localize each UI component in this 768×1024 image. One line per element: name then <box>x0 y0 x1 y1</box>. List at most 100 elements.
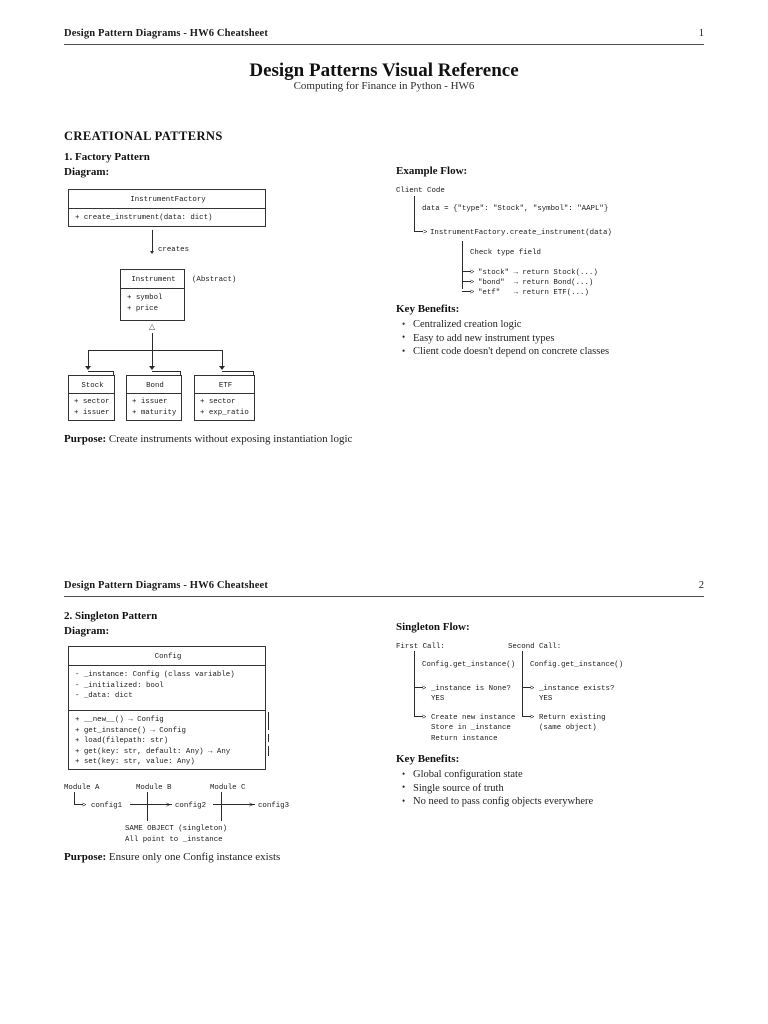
inheritance-triangle-icon: △ <box>149 322 156 331</box>
uml-attribute: - _initialized: bool <box>75 681 164 690</box>
first-result-line-2: Store in _instance <box>431 724 511 732</box>
first-call-elbow-1 <box>414 687 423 688</box>
module-note-1: SAME OBJECT (singleton) <box>125 825 228 833</box>
uml-divider <box>195 393 254 394</box>
section-heading-creational: CREATIONAL PATTERNS <box>64 129 223 143</box>
inheritance-trunk-line <box>152 333 153 351</box>
module-c-drop <box>221 792 222 821</box>
key-benefit-item: Centralized creation logic <box>400 318 609 332</box>
diagram-label: Diagram: <box>64 166 110 178</box>
second-result-line-2: (same object) <box>539 724 597 732</box>
singleton-flow-label: Singleton Flow: <box>396 621 470 633</box>
bracket-artifact-stock <box>88 371 114 376</box>
uml-method: + load(filepath: str) <box>75 737 169 745</box>
module-label-a: Module A <box>64 784 100 792</box>
page-number: 2 <box>698 580 704 591</box>
flow-branch-stock: "stock" → return Stock(...) <box>478 269 598 277</box>
uml-divider <box>121 288 184 289</box>
uml-divider-attrs <box>69 710 265 711</box>
first-result-line-1: Create new instance <box>431 714 516 722</box>
uml-class-instrumentfactory: InstrumentFactory + create_instrument(da… <box>68 189 266 227</box>
uml-member: + sector <box>74 398 110 406</box>
second-call-elbow-2 <box>522 716 531 717</box>
flow-check-line: Check type field <box>470 249 541 257</box>
first-check-answer: YES <box>431 695 445 703</box>
inheritance-drop-stock <box>88 350 89 367</box>
purpose-line-singleton: Purpose: Ensure only one Config instance… <box>64 851 280 863</box>
second-check-text: _instance exists? <box>539 685 615 693</box>
uml-member: + symbol <box>127 294 163 302</box>
inheritance-arrow-etf <box>218 366 225 370</box>
first-call-arrowhead-1: > <box>422 685 427 693</box>
flow-arrowhead-1: > <box>423 229 428 237</box>
uml-class-name: Stock <box>81 381 104 390</box>
example-flow-label: Example Flow: <box>396 165 468 177</box>
uml-class-name: Instrument <box>131 276 176 284</box>
flow-arrowhead-branch-1: > <box>470 269 475 277</box>
inheritance-drop-etf <box>222 350 223 367</box>
uml-member: + create_instrument(data: dict) <box>75 214 213 222</box>
flow-elbow-branch-2 <box>462 281 471 282</box>
purpose-label: Purpose: <box>64 851 107 863</box>
uml-divider <box>69 208 265 209</box>
first-call-arrowhead-2: > <box>422 714 427 722</box>
second-call-elbow-1 <box>522 687 531 688</box>
flow-arrowhead-branch-3: > <box>470 289 475 297</box>
header-rule <box>64 596 704 597</box>
key-benefits-list: Global configuration state Single source… <box>400 768 593 809</box>
bracket-artifact-etf <box>222 371 254 376</box>
uml-class-etf: ETF + sector + exp_ratio <box>194 375 255 421</box>
flow-call-line: InstrumentFactory.create_instrument(data… <box>430 229 612 237</box>
uml-attribute: - _data: dict <box>75 692 133 700</box>
module-b-drop <box>147 792 148 821</box>
page-1: Design Pattern Diagrams - HW6 Cheatsheet… <box>0 0 768 552</box>
key-benefits-label: Key Benefits: <box>396 303 460 315</box>
second-call-arrowhead-2: > <box>530 714 535 722</box>
tick-artifact-3 <box>268 746 269 756</box>
module-config-3: config3 <box>258 802 290 810</box>
uml-method: + set(key: str, value: Any) <box>75 758 195 766</box>
running-header-page-1: Design Pattern Diagrams - HW6 Cheatsheet… <box>64 28 704 50</box>
inheritance-drop-bond <box>152 350 153 367</box>
module-config-1: config1 <box>91 802 123 810</box>
module-note-2: All point to _instance <box>125 836 223 844</box>
page-subtitle: Computing for Finance in Python - HW6 <box>293 80 475 92</box>
flow-root-label: Client Code <box>396 187 445 195</box>
uml-class-stock: Stock + sector + issuer <box>68 375 115 421</box>
purpose-text: Create instruments without exposing inst… <box>108 433 353 445</box>
uml-class-name: InstrumentFactory <box>130 196 206 204</box>
flow-branch-etf: "etf" → return ETF(...) <box>478 289 589 297</box>
inheritance-arrow-bond <box>148 366 155 370</box>
uml-member: + issuer <box>74 408 110 417</box>
tick-artifact-2 <box>268 734 269 742</box>
uml-method: + get(key: str, default: Any) → Any <box>75 747 231 756</box>
second-call-arrowhead-1: > <box>530 685 535 693</box>
flow-elbow-branch-1 <box>462 271 471 272</box>
tick-artifact-1 <box>268 712 269 730</box>
module-link-2 <box>213 804 255 805</box>
second-result-line-1: Return existing <box>539 714 606 722</box>
page-2: Design Pattern Diagrams - HW6 Cheatsheet… <box>0 552 768 1024</box>
uml-member: + issuer <box>132 398 168 406</box>
first-call-trunk <box>414 651 415 717</box>
module-b-arrowhead: > <box>166 802 171 810</box>
second-call-method: Config.get_instance() <box>530 661 624 669</box>
first-check-text: _instance is None? <box>431 685 511 693</box>
uml-class-bond: Bond + issuer + maturity <box>126 375 182 421</box>
module-a-drop <box>74 792 75 805</box>
creates-connector-line <box>152 230 153 252</box>
uml-divider-name <box>69 665 265 666</box>
flow-trunk-line-1 <box>414 196 415 232</box>
running-header-title: Design Pattern Diagrams - HW6 Cheatsheet <box>64 28 269 39</box>
flow-elbow-1 <box>414 231 423 232</box>
uml-member: + sector <box>200 398 236 406</box>
flow-trunk-line-2 <box>462 241 463 289</box>
uml-class-name: ETF <box>218 381 233 390</box>
uml-class-config: Config - _instance: Config (class variab… <box>68 646 266 770</box>
flow-elbow-branch-3 <box>462 291 471 292</box>
second-call-label: Second Call: <box>508 643 562 651</box>
module-c-arrowhead: > <box>249 802 254 810</box>
key-benefits-label: Key Benefits: <box>396 753 460 765</box>
pattern-heading-factory: 1. Factory Pattern <box>64 151 150 163</box>
uml-member: + exp_ratio <box>200 408 249 417</box>
